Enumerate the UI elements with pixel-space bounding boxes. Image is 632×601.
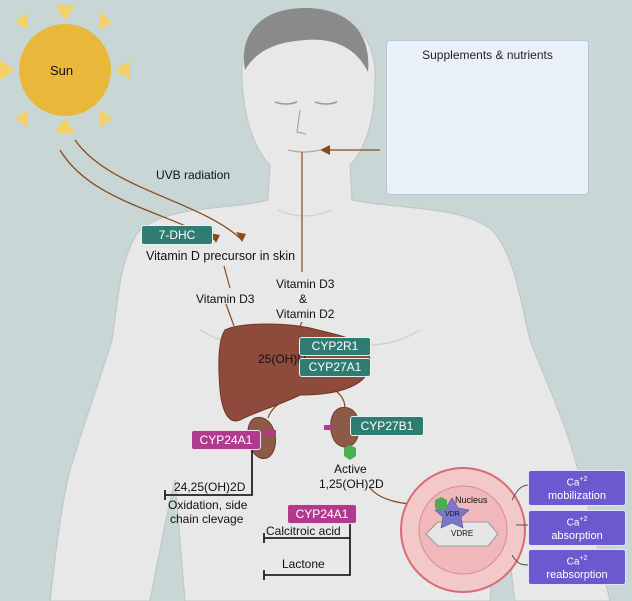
cyp2r1-tag: CYP2R1 [299,337,371,356]
calcium-ion-label: Ca [566,477,580,489]
cyp27b1-tag: CYP27B1 [350,416,424,436]
calcium-ion-label: Ca [566,556,580,568]
active-label: Active [334,462,367,476]
target-cell [400,467,526,593]
supplements-panel: Supplements & nutrients [386,40,589,195]
calcium-reabsorption-box: Ca+2 reabsorption [528,549,626,585]
active-hormone-icon [344,445,356,460]
vdr-label: VDR [445,511,460,518]
vdre-label: VDRE [451,529,474,538]
supplements-title: Supplements & nutrients [422,48,553,62]
hydroxy-25-label: 25(OH)D [258,352,307,366]
nucleus-label: Nucleus [455,495,488,505]
cyp27a1-tag: CYP27A1 [299,358,371,377]
calcium-charge-label: +2 [579,476,588,484]
cyp24a1-left-tag: CYP24A1 [191,430,261,450]
oxidation-label-line1: Oxidation, side [168,498,248,512]
vdre-dna-shape [425,521,499,547]
ampersand-label: & [299,292,308,306]
dihydroxy-125-label: 1,25(OH)2D [319,477,384,491]
dhc-tag: 7-DHC [141,225,213,245]
uvb-arrowhead-1 [236,232,246,242]
human-silhouette [49,8,611,601]
vitamin-d2-label: Vitamin D2 [276,307,335,321]
oxidation-label-line2: chain clevage [170,512,244,526]
cyp24a1-lower-tag: CYP24A1 [287,504,357,524]
reabsorption-label: reabsorption [546,568,608,581]
vitamin-d3-center-label: Vitamin D3 [276,277,335,291]
calcium-charge-label: +2 [579,516,588,524]
supplement-arrowhead [320,145,330,155]
precursor-label: Vitamin D precursor in skin [146,249,296,263]
calcium-mobilization-box: Ca+2 mobilization [528,470,626,506]
sun-label: Sun [50,63,74,78]
sun-icon [0,5,130,133]
uvb-label: UVB radiation [156,168,231,182]
lactone-label: Lactone [282,557,325,571]
calcitroic-acid-label: Calcitroic acid [266,524,341,538]
calcium-absorption-box: Ca+2 absorption [528,510,626,546]
dihydroxy-2425-label: 24,25(OH)2D [174,480,246,494]
vitamin-d3-left-label: Vitamin D3 [196,292,255,306]
mobilization-label: mobilization [547,489,607,502]
calcium-ion-label: Ca [566,517,580,529]
absorption-label: absorption [551,529,603,542]
calcium-charge-label: +2 [579,555,588,563]
